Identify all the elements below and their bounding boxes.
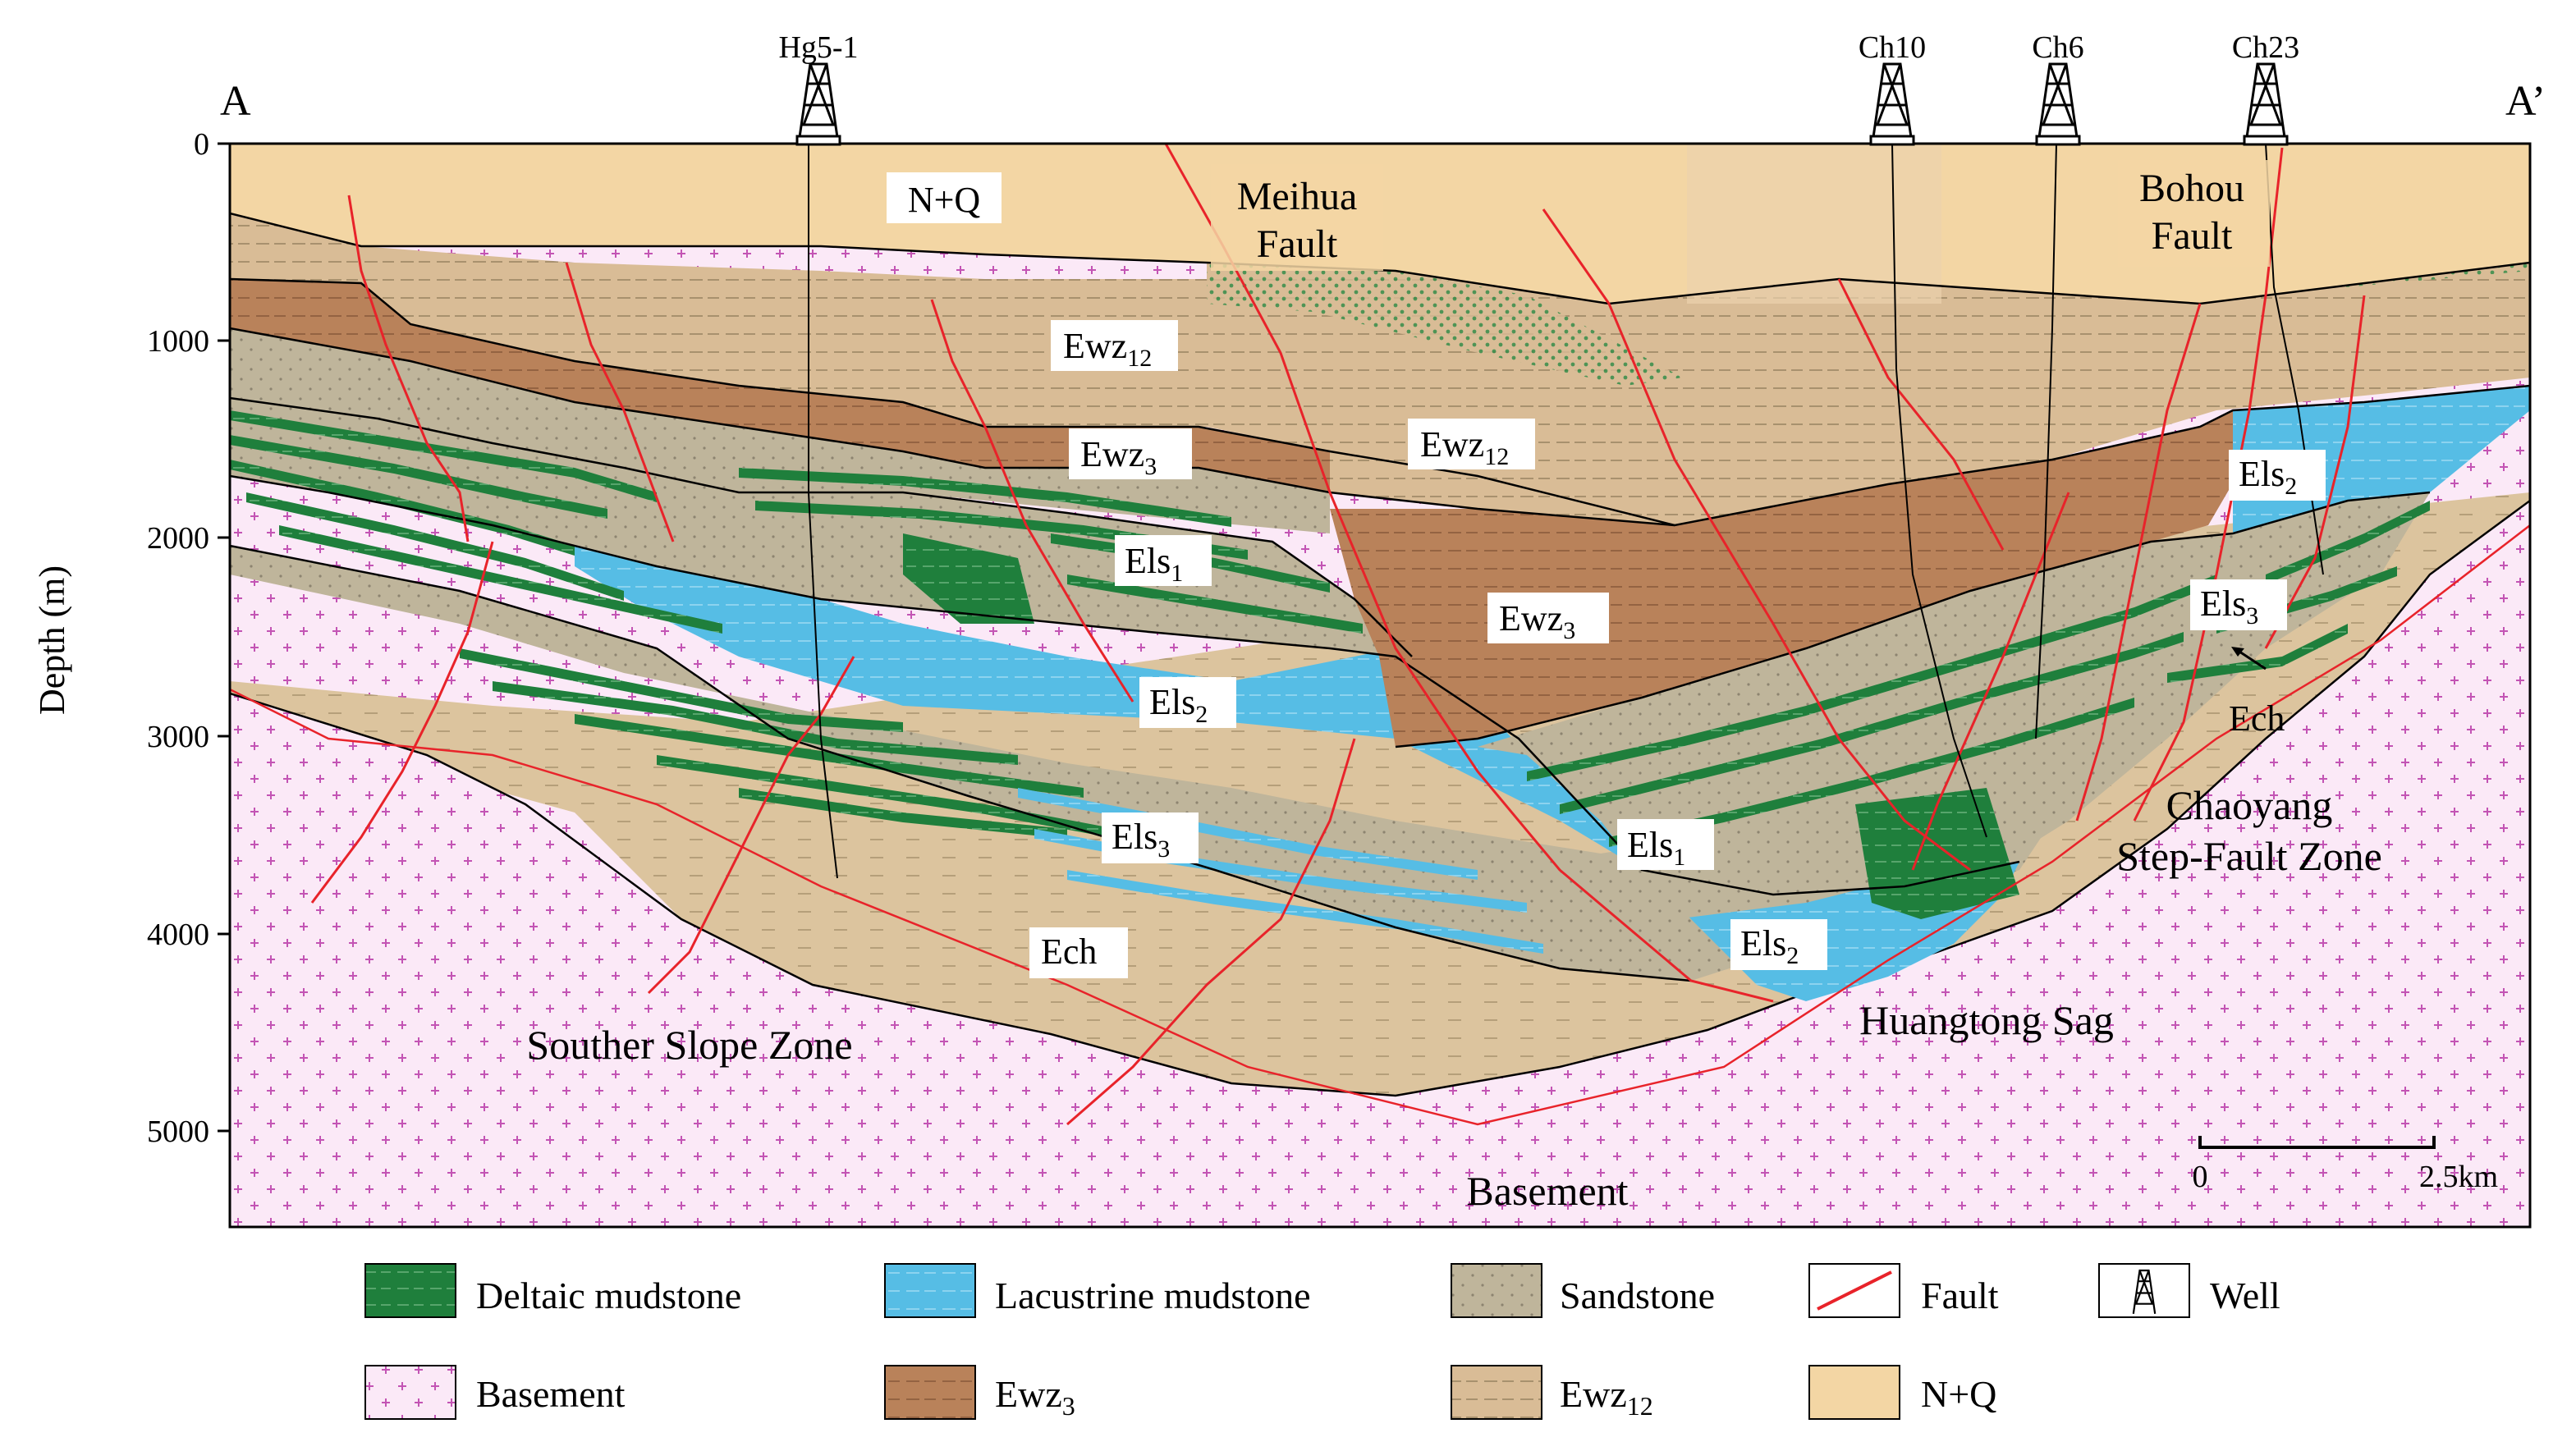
sand-left-band bbox=[230, 328, 1330, 533]
unit-labels: N+Q Ewz12 Ewz12 Ewz3 Ewz3 Els1 Els1 Els2 bbox=[887, 172, 2326, 978]
svg-text:Ewz3: Ewz3 bbox=[1499, 598, 1575, 644]
unit-label-ewz3-middle: Ewz3 bbox=[1487, 593, 1609, 644]
zone-label-souther-slope: Souther Slope Zone bbox=[526, 1022, 852, 1068]
unit-label-ech-right: Ech bbox=[2229, 647, 2285, 739]
svg-text:N+Q: N+Q bbox=[1921, 1373, 1996, 1415]
zone-label-huangtong-sag: Huangtong Sag bbox=[1859, 997, 2114, 1043]
legend-item-lacustrine: Lacustrine mudstone bbox=[884, 1263, 1311, 1318]
svg-text:Els2: Els2 bbox=[1740, 923, 1799, 969]
well-name-label: Hg5-1 bbox=[778, 30, 858, 65]
ewz12-left bbox=[230, 213, 1207, 427]
well-icon bbox=[795, 62, 841, 146]
unit-label-ech-left: Ech bbox=[1029, 927, 1128, 978]
legend-item-fault: Fault bbox=[1808, 1263, 1999, 1318]
unit-label-ewz12-left: Ewz12 bbox=[1051, 320, 1178, 372]
legend-item-well: Well bbox=[2098, 1263, 2280, 1318]
svg-text:Lacustrine mudstone: Lacustrine mudstone bbox=[995, 1275, 1311, 1316]
unit-label-ewz3-left: Ewz3 bbox=[1069, 428, 1192, 480]
depth-tick-label: 2000 bbox=[147, 521, 209, 556]
els3-unit bbox=[230, 546, 2052, 981]
unit-label-els1-right: Els1 bbox=[1617, 819, 1714, 871]
svg-text:Ewz3: Ewz3 bbox=[1080, 434, 1157, 480]
well-name-label: Ch6 bbox=[2032, 30, 2083, 65]
section-panel bbox=[230, 144, 2530, 1227]
zone-label-basement: Basement bbox=[1466, 1168, 1628, 1214]
zone-label-chaoyang-1: Chaoyang bbox=[2166, 782, 2333, 828]
svg-text:Ewz12: Ewz12 bbox=[1063, 326, 1152, 372]
svg-text:Well: Well bbox=[2210, 1275, 2280, 1316]
depth-tick-label: 3000 bbox=[147, 720, 209, 754]
svg-text:Fault: Fault bbox=[1921, 1275, 1999, 1316]
legend: Deltaic mudstone Lacustrine mudstone San… bbox=[364, 1263, 2280, 1421]
unit-label-els2-right: Els2 bbox=[2229, 450, 2326, 501]
svg-text:Ewz12: Ewz12 bbox=[1420, 424, 1509, 470]
scale-bar: 0 2.5km bbox=[2193, 1136, 2498, 1194]
well-icon bbox=[2243, 62, 2289, 146]
unit-label-nq: N+Q bbox=[908, 180, 981, 220]
svg-text:Ewz12: Ewz12 bbox=[1560, 1373, 1653, 1421]
unit-label-els3-right: Els3 bbox=[2190, 579, 2287, 630]
section-start-label: A bbox=[220, 78, 251, 125]
well-name-label: Ch10 bbox=[1859, 30, 1926, 65]
legend-item-ewz12: Ewz12 bbox=[1451, 1365, 1653, 1421]
svg-text:Basement: Basement bbox=[476, 1373, 626, 1415]
svg-text:Ewz3: Ewz3 bbox=[995, 1373, 1075, 1421]
legend-item-basement: Basement bbox=[364, 1365, 626, 1420]
depth-tick-label: 5000 bbox=[147, 1115, 209, 1149]
depth-tick-label: 0 bbox=[194, 127, 209, 162]
svg-text:Sandstone: Sandstone bbox=[1560, 1275, 1715, 1316]
section-end-label: A’ bbox=[2505, 78, 2546, 125]
legend-item-sandstone: Sandstone bbox=[1451, 1263, 1715, 1318]
svg-text:Els1: Els1 bbox=[1627, 825, 1685, 871]
zone-label-chaoyang-2: Step-Fault Zone bbox=[2116, 833, 2382, 879]
svg-text:Ech: Ech bbox=[1041, 931, 1097, 972]
zone-labels: Souther Slope Zone Huangtong Sag Chaoyan… bbox=[526, 782, 2381, 1214]
unit-label-els2-bottom: Els2 bbox=[1730, 919, 1827, 970]
nq-sand-patch bbox=[1687, 144, 1941, 304]
legend-item-deltaic: Deltaic mudstone bbox=[364, 1263, 741, 1318]
legend-item-ewz3: Ewz3 bbox=[884, 1365, 1075, 1421]
svg-text:Els2: Els2 bbox=[1149, 682, 1208, 728]
legend-item-nq: N+Q bbox=[1808, 1365, 1996, 1420]
svg-text:Deltaic mudstone: Deltaic mudstone bbox=[476, 1275, 741, 1316]
well-name-label: Ch23 bbox=[2232, 30, 2299, 65]
well-icon bbox=[1869, 62, 1915, 146]
svg-text:Els3: Els3 bbox=[1112, 817, 1170, 863]
svg-text:Els2: Els2 bbox=[2239, 454, 2297, 500]
depth-tick-label: 4000 bbox=[147, 918, 209, 952]
well-markers: Hg5-1 Ch10 Ch6 Ch23 bbox=[778, 30, 2299, 146]
lacustrine-stripes bbox=[1018, 788, 1543, 954]
scale-bar-start: 0 bbox=[2193, 1160, 2208, 1194]
well-icon bbox=[2132, 1269, 2157, 1314]
unit-label-els2-left: Els2 bbox=[1139, 677, 1236, 728]
well-icon bbox=[2035, 62, 2081, 146]
unit-label-ewz12-right: Ewz12 bbox=[1408, 419, 1535, 470]
depth-axis-title: Depth (m) bbox=[32, 565, 72, 715]
ewz3-middle bbox=[1330, 410, 2266, 747]
section-frame bbox=[228, 142, 2532, 1229]
depth-axis: 0 1000 2000 3000 4000 5000 Depth (m) bbox=[32, 127, 230, 1149]
unit-label-els1-left: Els1 bbox=[1115, 535, 1212, 587]
scale-bar-end: 2.5km bbox=[2419, 1160, 2498, 1194]
unit-label-els3-left: Els3 bbox=[1102, 812, 1199, 863]
svg-text:Els3: Els3 bbox=[2200, 584, 2258, 629]
svg-text:Ech: Ech bbox=[2229, 698, 2285, 739]
svg-text:Els1: Els1 bbox=[1125, 541, 1183, 587]
depth-tick-label: 1000 bbox=[147, 324, 209, 359]
horizon-lines bbox=[230, 212, 2530, 982]
ewz3-left-band bbox=[230, 279, 1330, 492]
ewz12-green-dots bbox=[1207, 263, 1683, 386]
